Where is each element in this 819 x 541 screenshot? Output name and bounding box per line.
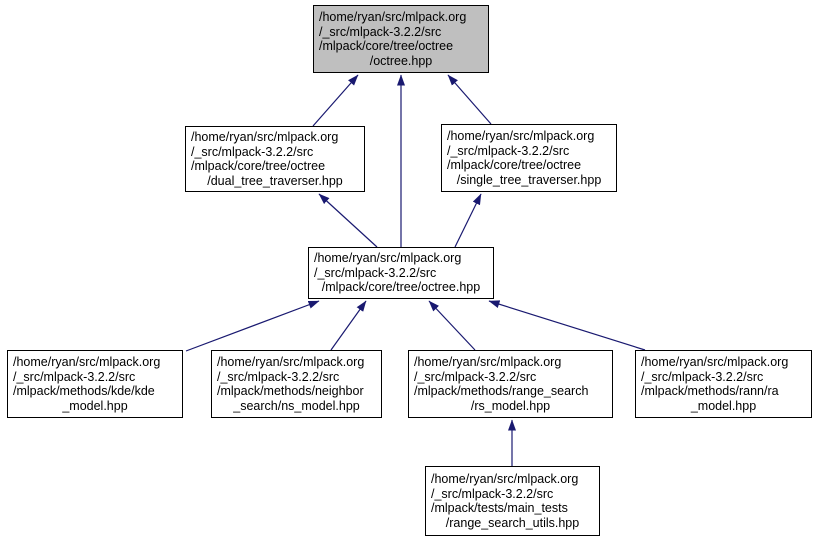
- node-label-line: /home/ryan/src/mlpack.org: [447, 129, 595, 143]
- node-label-line: /_src/mlpack-3.2.2/src: [217, 369, 340, 384]
- node-label-line: /home/ryan/src/mlpack.org: [641, 355, 789, 369]
- graph-node-core-tree-octree-hpp[interactable]: /home/ryan/src/mlpack.org/_src/mlpack-3.…: [308, 247, 494, 299]
- node-label-line: /home/ryan/src/mlpack.org: [217, 355, 365, 369]
- graph-node-kde-model-hpp[interactable]: /home/ryan/src/mlpack.org/_src/mlpack-3.…: [7, 350, 183, 418]
- node-label-line: /_src/mlpack-3.2.2/src: [319, 24, 442, 39]
- edge-arrow-kde-model-hpp-to-core-tree-octree-hpp: [185, 300, 320, 352]
- edge-arrow-single-tree-traverser-hpp-to-octree-octree-hpp: [447, 74, 492, 125]
- node-label-line: /mlpack/core/tree/octree.hpp: [321, 280, 481, 295]
- node-label-line: /single_tree_traverser.hpp: [456, 172, 602, 187]
- node-label-line: /dual_tree_traverser.hpp: [207, 173, 343, 188]
- graph-node-rs-model-hpp[interactable]: /home/ryan/src/mlpack.org/_src/mlpack-3.…: [408, 350, 613, 418]
- node-label-line: _search/ns_model.hpp: [233, 398, 360, 413]
- graph-node-octree-octree-hpp[interactable]: /home/ryan/src/mlpack.org/_src/mlpack-3.…: [313, 5, 489, 73]
- edge-arrow-rs-model-hpp-to-core-tree-octree-hpp: [428, 300, 476, 351]
- node-label-line: _model.hpp: [62, 398, 128, 413]
- node-label-line: /_src/mlpack-3.2.2/src: [314, 265, 437, 280]
- node-label-line: /_src/mlpack-3.2.2/src: [191, 144, 314, 159]
- node-label-line: /mlpack/tests/main_tests: [431, 501, 568, 515]
- node-label-line: /mlpack/methods/rann/ra: [641, 384, 779, 398]
- node-label-line: /home/ryan/src/mlpack.org: [414, 355, 562, 369]
- node-label-line: /_src/mlpack-3.2.2/src: [431, 486, 554, 501]
- edge-arrow-core-tree-octree-hpp-to-dual-tree-traverser-hpp: [318, 193, 378, 248]
- node-label-line: /home/ryan/src/mlpack.org: [191, 130, 339, 144]
- edge-arrow-dual-tree-traverser-hpp-to-octree-octree-hpp: [312, 74, 359, 127]
- edge-arrow-core-tree-octree-hpp-to-single-tree-traverser-hpp: [454, 193, 482, 248]
- node-label-line: /octree.hpp: [369, 53, 433, 68]
- node-label-line: /mlpack/methods/neighbor: [217, 384, 364, 398]
- node-label-line: /range_search_utils.hpp: [445, 515, 580, 530]
- graph-node-ra-model-hpp[interactable]: /home/ryan/src/mlpack.org/_src/mlpack-3.…: [635, 350, 812, 418]
- node-label-line: /home/ryan/src/mlpack.org: [13, 355, 161, 369]
- node-label-line: /_src/mlpack-3.2.2/src: [414, 369, 537, 384]
- node-label-line: /_src/mlpack-3.2.2/src: [447, 143, 570, 158]
- graph-node-range-search-utils-hpp[interactable]: /home/ryan/src/mlpack.org/_src/mlpack-3.…: [425, 466, 600, 536]
- node-label-line: /home/ryan/src/mlpack.org: [314, 251, 462, 266]
- node-label-line: /mlpack/core/tree/octree: [447, 158, 582, 172]
- node-label-line: _model.hpp: [690, 398, 757, 413]
- node-label-line: /mlpack/methods/range_search: [414, 384, 589, 398]
- node-label-line: /_src/mlpack-3.2.2/src: [641, 369, 764, 384]
- node-label-line: /mlpack/core/tree/octree: [319, 39, 454, 53]
- node-label-line: /mlpack/core/tree/octree: [191, 159, 326, 173]
- edge-arrow-ns-model-hpp-to-core-tree-octree-hpp: [330, 300, 367, 351]
- graph-node-ns-model-hpp[interactable]: /home/ryan/src/mlpack.org/_src/mlpack-3.…: [211, 350, 382, 418]
- graph-node-single-tree-traverser-hpp[interactable]: /home/ryan/src/mlpack.org/_src/mlpack-3.…: [441, 124, 617, 192]
- graph-node-dual-tree-traverser-hpp[interactable]: /home/ryan/src/mlpack.org/_src/mlpack-3.…: [185, 126, 365, 192]
- node-label-line: /home/ryan/src/mlpack.org: [431, 472, 579, 486]
- node-label-line: /rs_model.hpp: [470, 398, 551, 413]
- node-label-line: /_src/mlpack-3.2.2/src: [13, 369, 136, 384]
- node-label-line: /mlpack/methods/kde/kde: [13, 384, 155, 398]
- node-label-line: /home/ryan/src/mlpack.org: [319, 10, 467, 24]
- edge-arrow-ra-model-hpp-to-core-tree-octree-hpp: [488, 300, 646, 351]
